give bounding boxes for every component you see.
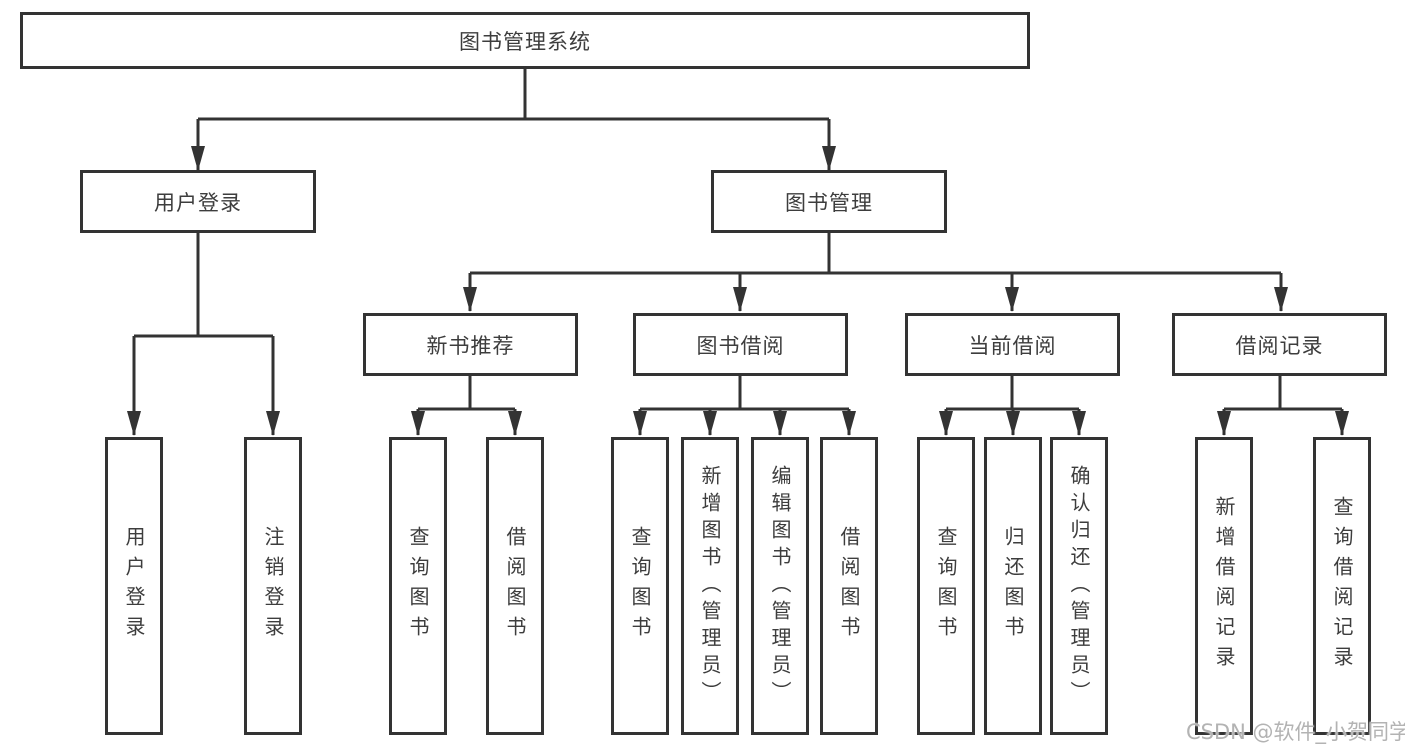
leaf-borrow-borrow-book-label: 借阅图书 <box>837 526 861 646</box>
node-borrow-records-label: 借阅记录 <box>1235 333 1324 358</box>
node-current-borrow-label: 当前借阅 <box>968 333 1057 358</box>
node-book-borrow: 图书借阅 <box>633 313 848 376</box>
leaf-current-query-book: 查询图书 <box>917 437 975 735</box>
leaf-user-login: 用户登录 <box>105 437 163 735</box>
leaf-current-return-book: 归还图书 <box>984 437 1042 735</box>
node-user-login-label: 用户登录 <box>154 190 242 215</box>
node-user-login: 用户登录 <box>80 170 316 233</box>
leaf-rec-query-book: 查询图书 <box>389 437 447 735</box>
leaf-borrow-borrow-book: 借阅图书 <box>820 437 878 735</box>
leaf-records-query-record: 查询借阅记录 <box>1313 437 1371 735</box>
leaf-borrow-add-book-label: 新增图书（管理员） <box>698 464 722 708</box>
leaf-borrow-query-book: 查询图书 <box>611 437 669 735</box>
node-current-borrow: 当前借阅 <box>905 313 1120 376</box>
leaf-current-return-book-label: 归还图书 <box>1001 526 1025 646</box>
node-root-label: 图书管理系统 <box>459 29 591 54</box>
leaf-current-query-book-label: 查询图书 <box>934 526 958 646</box>
connector-mgmt-bar <box>470 233 1281 275</box>
leaf-records-query-record-label: 查询借阅记录 <box>1330 496 1354 676</box>
node-new-book-rec-label: 新书推荐 <box>426 333 515 358</box>
watermark: CSDN @软件_小贺同学 <box>1186 720 1405 744</box>
node-book-mgmt-label: 图书管理 <box>785 190 873 215</box>
leaf-current-confirm-return-label: 确认归还（管理员） <box>1067 464 1091 708</box>
leaf-rec-query-book-label: 查询图书 <box>406 526 430 646</box>
leaf-records-add-record-label: 新增借阅记录 <box>1212 496 1236 676</box>
node-book-mgmt: 图书管理 <box>711 170 947 233</box>
connector-login-bar <box>134 233 273 338</box>
leaf-borrow-edit-book-label: 编辑图书（管理员） <box>768 464 792 708</box>
connector-sec2-bar <box>640 376 849 411</box>
leaf-current-confirm-return: 确认归还（管理员） <box>1050 437 1108 735</box>
node-borrow-records: 借阅记录 <box>1172 313 1387 376</box>
leaf-logout: 注销登录 <box>244 437 302 735</box>
leaf-rec-borrow-book-label: 借阅图书 <box>503 526 527 646</box>
node-root: 图书管理系统 <box>20 12 1030 69</box>
connector-sec1-bar <box>418 376 515 411</box>
connector-sec3-bar <box>946 376 1079 411</box>
leaf-borrow-query-book-label: 查询图书 <box>628 526 652 646</box>
connector-root-bar <box>198 69 829 121</box>
node-book-borrow-label: 图书借阅 <box>696 333 785 358</box>
leaf-borrow-edit-book: 编辑图书（管理员） <box>751 437 809 735</box>
leaf-logout-label: 注销登录 <box>261 526 285 646</box>
leaf-borrow-add-book: 新增图书（管理员） <box>681 437 739 735</box>
node-new-book-rec: 新书推荐 <box>363 313 578 376</box>
connector-sec4-bar <box>1224 376 1342 411</box>
leaf-rec-borrow-book: 借阅图书 <box>486 437 544 735</box>
leaf-records-add-record: 新增借阅记录 <box>1195 437 1253 735</box>
leaf-user-login-label: 用户登录 <box>122 526 146 646</box>
